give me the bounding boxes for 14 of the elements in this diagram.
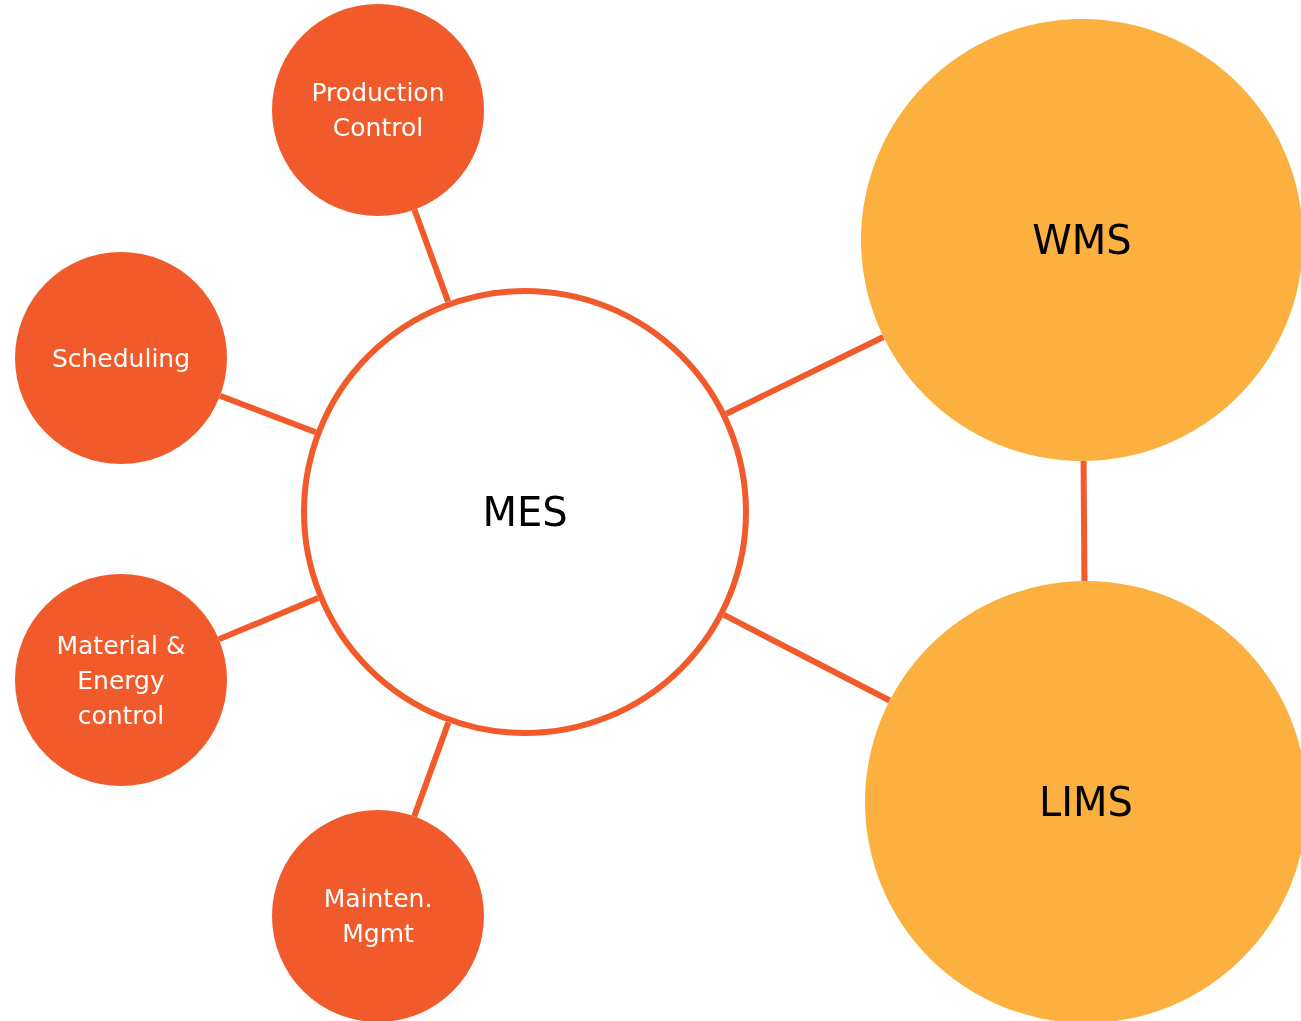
node-label: WMS: [1032, 216, 1132, 265]
connector-line: [219, 392, 317, 435]
node-label: Production Control: [310, 77, 446, 144]
connector-line: [724, 334, 885, 417]
node-label: Material & Energy control: [55, 629, 187, 732]
node-label: Scheduling: [51, 342, 191, 375]
connector-line: [722, 612, 892, 704]
node-label: MES: [482, 488, 568, 537]
node-label: Mainten. Mgmt: [322, 883, 434, 950]
connector-line: [411, 208, 451, 303]
node-label: LIMS: [1039, 778, 1133, 827]
connector-line: [217, 595, 320, 643]
connector-line: [411, 721, 452, 818]
connector-line: [1080, 460, 1088, 582]
